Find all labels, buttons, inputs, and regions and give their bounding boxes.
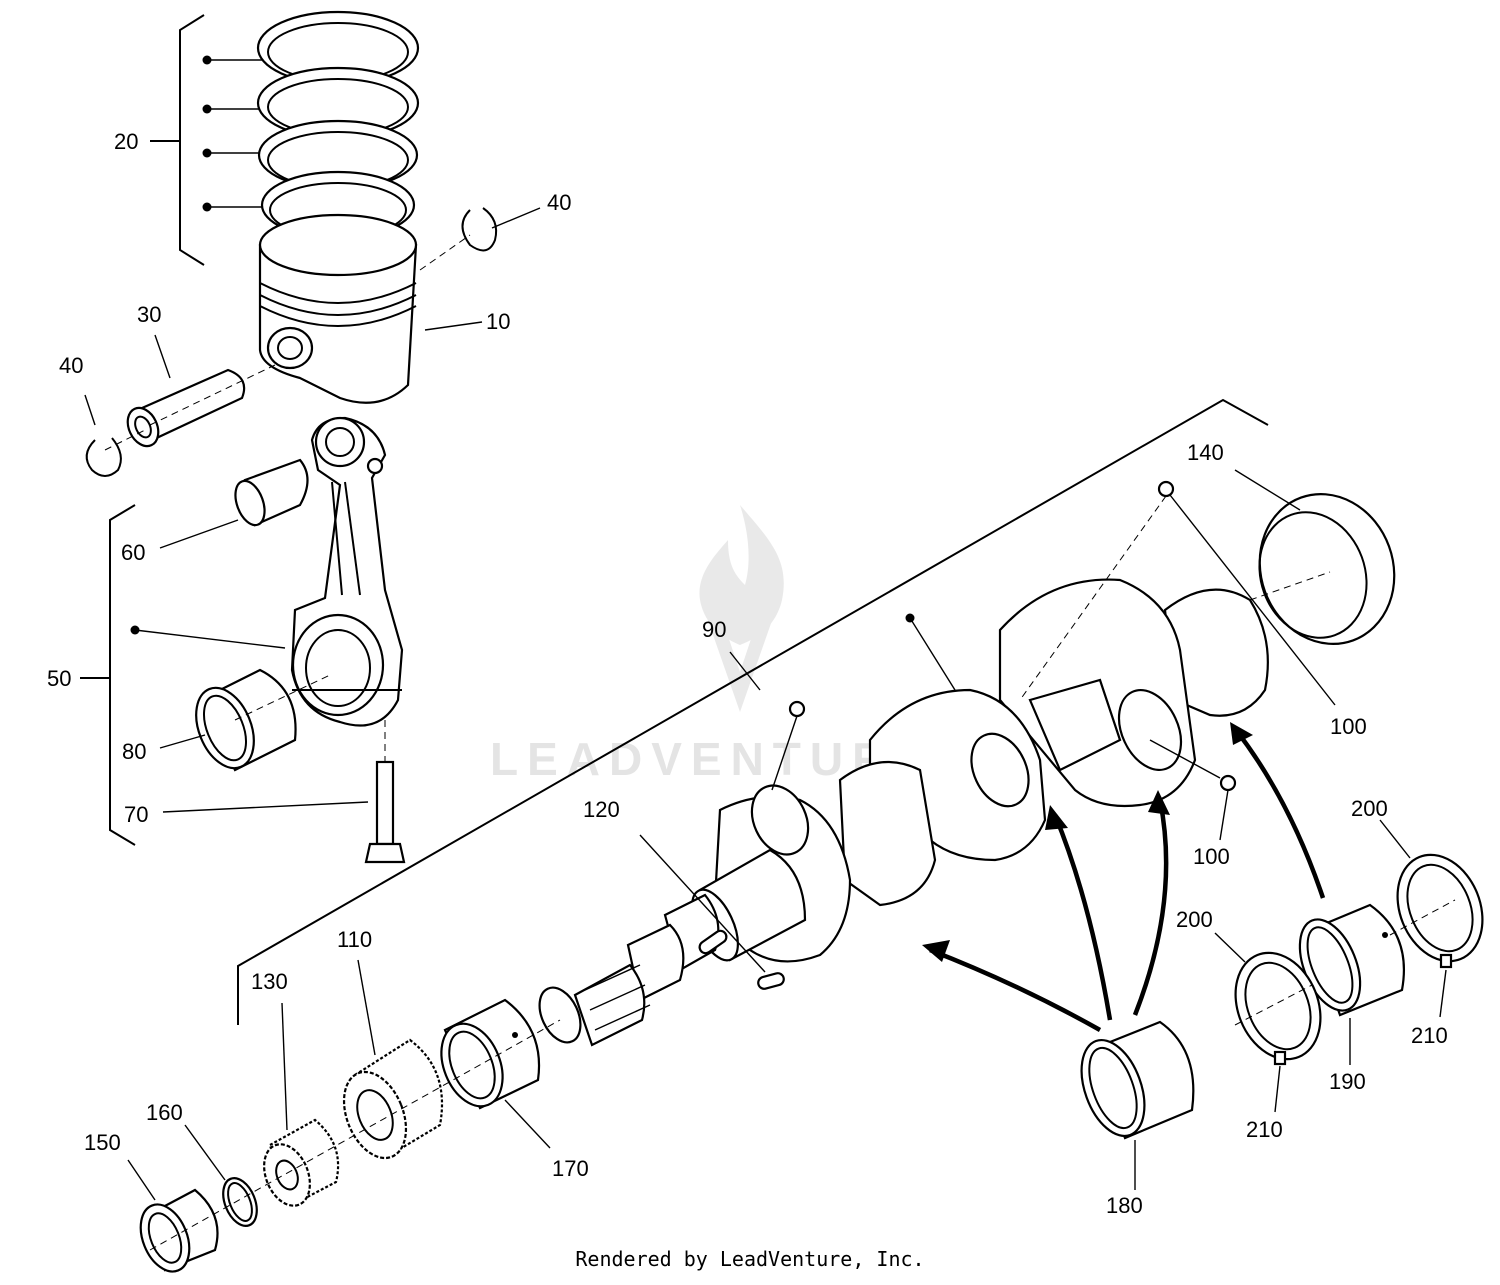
snap-ring-160 <box>184 1124 258 1227</box>
callout-130: 130 <box>251 969 288 994</box>
rod-bolt <box>162 720 406 864</box>
crankshaft <box>538 578 1269 1047</box>
big-end-bearing <box>159 668 331 772</box>
callout-180: 180 <box>1106 1193 1143 1218</box>
callout-50: 50 <box>47 666 71 691</box>
callout-120: 120 <box>583 797 620 822</box>
thrust-bearing-190 <box>1298 903 1406 1065</box>
main-bearing-180 <box>1080 1020 1195 1190</box>
piston-rings <box>256 10 420 240</box>
bracket-50 <box>109 504 136 846</box>
piston-pin <box>126 334 276 448</box>
callout-100-upper: 100 <box>1330 714 1367 739</box>
callout-30: 30 <box>137 302 161 327</box>
bracket-90 <box>237 398 1269 1025</box>
front-main-bearing-170 <box>440 998 551 1149</box>
small-end-bushing <box>159 458 309 549</box>
callout-190: 190 <box>1329 1069 1366 1094</box>
callout-60: 60 <box>121 540 145 565</box>
woodruff-key <box>639 834 785 990</box>
oil-seal-150 <box>127 1019 561 1273</box>
snap-ring-left <box>84 394 146 477</box>
footer-credit: Rendered by LeadVenture, Inc. <box>575 1247 924 1271</box>
thrust-washer-upper <box>1379 819 1484 1018</box>
piston <box>258 213 418 404</box>
callout-100-lower: 100 <box>1193 844 1230 869</box>
callout-labels: 10 20 30 40 40 50 60 70 80 90 100 100 11… <box>47 129 1448 1218</box>
callout-160: 160 <box>146 1100 183 1125</box>
callout-40-left: 40 <box>59 353 83 378</box>
assembly-arrows <box>922 722 1326 1032</box>
callout-110: 110 <box>337 927 372 952</box>
callout-150: 150 <box>84 1130 121 1155</box>
callout-10: 10 <box>486 309 510 334</box>
crank-gear-110 <box>342 959 444 1160</box>
callout-90: 90 <box>702 617 726 642</box>
bracket-20 <box>179 14 205 266</box>
plugs <box>771 480 1336 841</box>
callout-140: 140 <box>1187 440 1224 465</box>
snap-ring-right <box>419 207 541 271</box>
callout-40-right: 40 <box>547 190 571 215</box>
leader-dots-rings <box>202 55 262 212</box>
callout-80: 80 <box>122 739 146 764</box>
callout-210-upper: 210 <box>1411 1023 1448 1048</box>
rear-main-bearing <box>1234 469 1396 645</box>
callout-170: 170 <box>552 1156 589 1181</box>
callout-210-lower: 210 <box>1246 1117 1283 1142</box>
thrust-washer-lower <box>1214 932 1322 1113</box>
callout-20: 20 <box>114 129 138 154</box>
watermark-logo <box>699 505 784 712</box>
callout-70: 70 <box>124 802 148 827</box>
callout-200-upper: 200 <box>1351 796 1388 821</box>
callout-200-lower: 200 <box>1176 907 1213 932</box>
connecting-rod <box>290 416 404 727</box>
drive-gear-130 <box>263 1002 340 1207</box>
